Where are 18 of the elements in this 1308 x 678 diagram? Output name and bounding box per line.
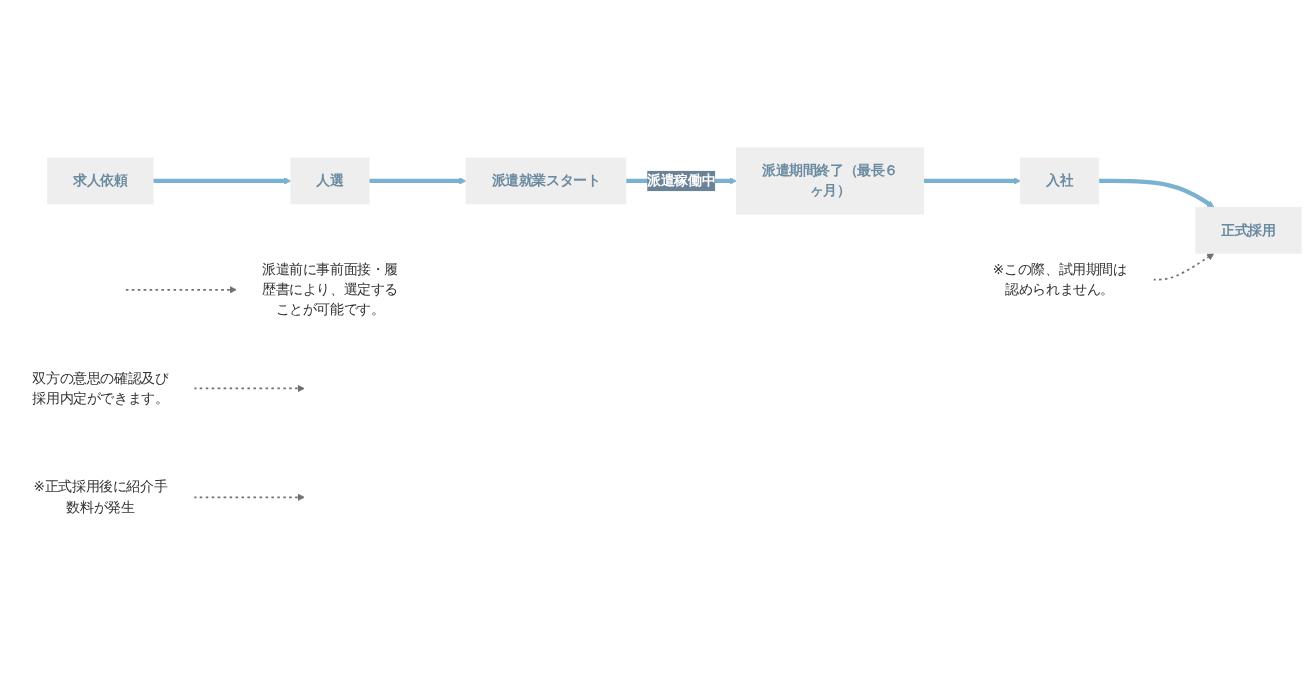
arrow [125,285,237,294]
arrow [1152,252,1215,281]
node-text: ※この際、試用期間は認められません。 [992,260,1127,298]
arrow [153,177,292,185]
arrow [1098,178,1215,208]
node-text: 双方の意思の確認及び採用内定ができます。 [32,369,169,407]
node-box: 入社 [1020,157,1100,205]
arrow [193,384,305,393]
arrow [923,177,1021,185]
node-box: 正式採用 [1195,206,1302,254]
node-text: 派遣前に事前面接・履歴書により、選定することが可能です。 [261,260,399,318]
arrow [193,493,305,501]
node-box: 求人依頼 [47,157,154,205]
arrow [369,177,467,185]
node-box: 人選 [290,157,370,205]
node-box: 派遣就業スタート [465,157,627,205]
node-box: 派遣期間終了（最長６ヶ月） [736,147,924,215]
node-text: ※正式採用後に紹介手数料が発生 [33,478,168,516]
